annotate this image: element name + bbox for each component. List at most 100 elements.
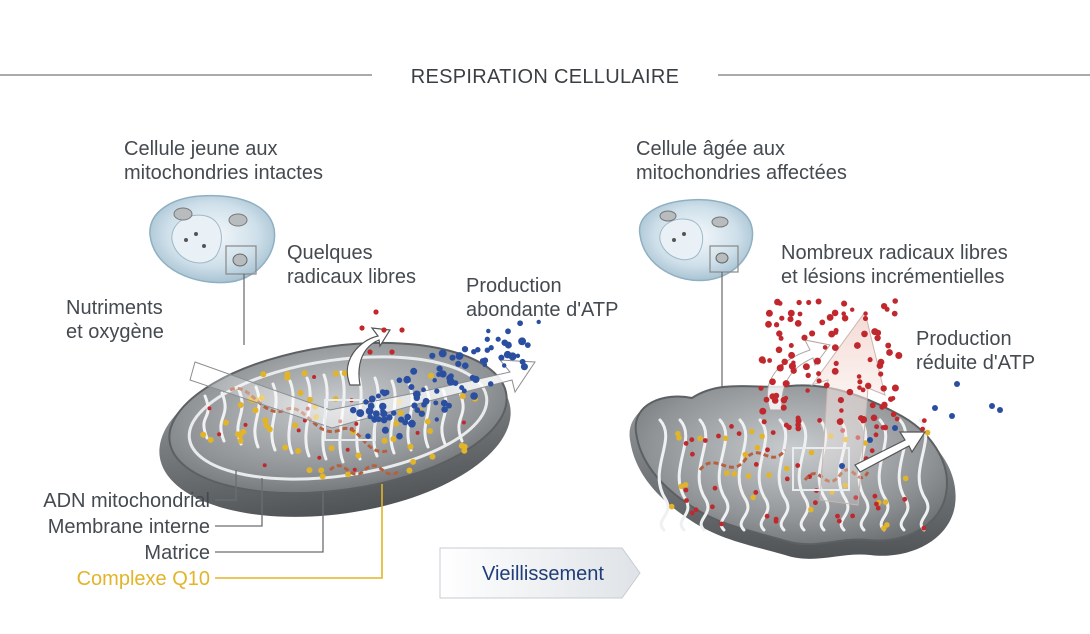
left-cell-label-line1: Cellule jeune aux <box>124 138 277 160</box>
crista-fold <box>677 418 690 532</box>
legend-dna: ADN mitochondrial <box>43 490 210 512</box>
radical-particle <box>719 521 724 527</box>
crista-fold <box>877 418 890 532</box>
atp-particle <box>398 416 405 423</box>
free-radical <box>761 419 767 425</box>
radical-particle <box>689 510 695 516</box>
atp-particle <box>461 345 469 353</box>
atp-particle <box>932 405 938 411</box>
free-radical <box>849 307 855 312</box>
q10-particle <box>722 435 729 442</box>
title-group: RESPIRATION CELLULAIRE <box>0 66 1090 88</box>
crista-fold <box>697 418 710 532</box>
radical-particle <box>312 375 317 379</box>
free-radical <box>780 404 787 411</box>
left-cell-label: Cellule jeune aux mitochondries intactes <box>124 138 323 184</box>
left-radicals-label-line2: radicaux libres <box>287 266 416 288</box>
q10-particle <box>427 428 433 434</box>
legend-membrane: Membrane interne <box>48 516 210 538</box>
free-radical <box>769 378 776 386</box>
atp-particle <box>371 416 378 423</box>
crista-fold <box>287 379 295 455</box>
right-atp-arrow <box>854 431 927 473</box>
right-atp-label-line1: Production <box>916 328 1012 350</box>
atp-particle <box>414 407 421 414</box>
q10-particle <box>410 458 417 465</box>
q10-particle <box>341 370 348 377</box>
atp-particle <box>379 402 387 411</box>
q10-particle <box>355 452 362 459</box>
right-radicals-arrow <box>810 310 886 506</box>
left-radicals-arrow <box>346 327 392 386</box>
q10-particle <box>390 436 397 442</box>
radical-particle <box>813 500 818 506</box>
atp-particle <box>386 414 393 421</box>
free-radical <box>805 372 811 379</box>
radical-particle <box>872 493 878 499</box>
atp-particle <box>482 362 488 368</box>
atp-particle <box>440 399 448 407</box>
free-radical <box>802 363 810 371</box>
right-panel: Cellule âgée aux mitochondries affectées… <box>629 138 1035 559</box>
q10-particle <box>759 433 765 440</box>
free-radical <box>786 424 792 431</box>
left-atp-label-line2: abondante d'ATP <box>466 299 618 321</box>
q10-particle <box>292 422 299 429</box>
radical-particle <box>415 430 420 435</box>
q10-particle <box>808 506 814 513</box>
crista-fold <box>917 418 930 532</box>
free-radical <box>788 351 796 359</box>
free-radical <box>758 385 764 391</box>
q10-particle <box>318 467 325 474</box>
atp-particle <box>517 320 523 327</box>
aging-arrow: Vieillissement <box>439 547 641 599</box>
left-atp-label: Production abondante d'ATP <box>466 275 618 321</box>
q10-particle <box>675 430 681 437</box>
free-radical <box>794 320 802 327</box>
q10-particle <box>393 420 400 427</box>
atp-particle <box>434 388 440 394</box>
radical-particle <box>869 448 875 454</box>
atp-particle <box>375 393 381 399</box>
legend-q10: Complexe Q10 <box>77 568 210 590</box>
radical-particle <box>835 513 840 519</box>
free-radical <box>399 327 405 333</box>
atp-particle <box>411 402 418 409</box>
free-radical <box>881 401 888 409</box>
q10-particle <box>381 437 388 444</box>
atp-particle <box>536 319 541 325</box>
atp-particle <box>432 378 437 383</box>
atp-particle <box>441 406 448 413</box>
q10-particle <box>252 407 259 414</box>
free-radical <box>892 298 898 304</box>
radical-particle <box>683 441 689 446</box>
free-radical <box>882 424 889 431</box>
radical-particle <box>921 418 927 423</box>
radical-particle <box>207 406 212 411</box>
radical-particle <box>683 487 689 493</box>
left-input-label-line2: et oxygène <box>66 321 164 343</box>
atp-particle <box>407 419 416 428</box>
radical-particle <box>770 430 776 435</box>
free-radical <box>885 342 892 349</box>
left-radicals-label: Quelques radicaux libres <box>287 242 416 288</box>
radical-particle <box>921 525 927 531</box>
free-radical <box>787 316 794 323</box>
free-radical <box>773 322 780 328</box>
crista-fold <box>389 379 397 455</box>
atp-particle <box>989 403 995 409</box>
atp-particle <box>438 349 447 358</box>
atp-particle <box>518 337 527 346</box>
q10-particle <box>682 482 689 488</box>
free-radical <box>891 384 899 392</box>
q10-particle <box>263 422 270 429</box>
q10-particle <box>301 370 308 377</box>
atp-particle <box>390 410 397 416</box>
free-radical <box>857 385 862 390</box>
q10-particle <box>407 443 414 450</box>
q10-particle <box>207 436 214 443</box>
free-radical <box>894 416 900 422</box>
radical-particle <box>693 507 699 513</box>
radical-particle <box>817 418 822 423</box>
legend-matrix: Matrice <box>144 542 210 564</box>
